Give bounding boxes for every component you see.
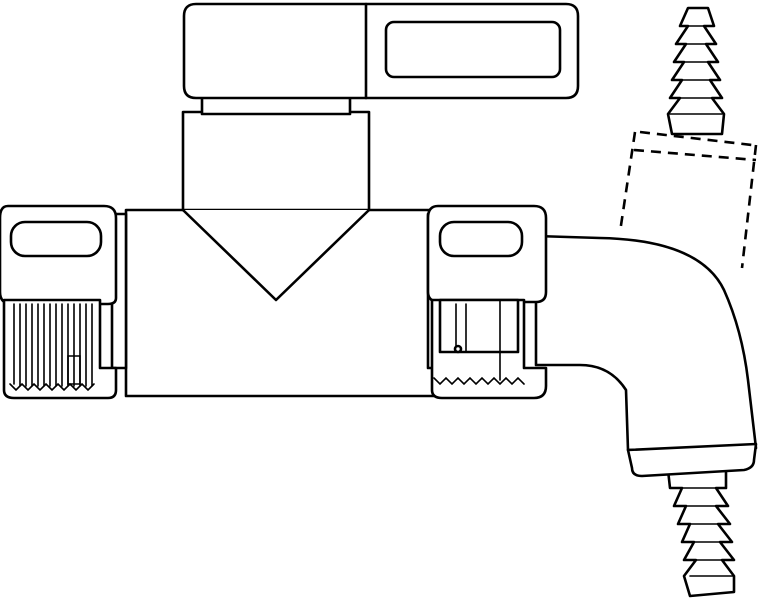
right-union-nut — [426, 204, 548, 400]
upper-hose-barb — [666, 6, 726, 136]
optional-nozzle-housing-dashed — [618, 130, 758, 269]
left-union-nut — [0, 204, 128, 400]
central-tee-body — [124, 110, 438, 398]
elbow-outlet — [534, 234, 758, 478]
lower-hose-barb — [666, 466, 736, 598]
left-nut-thread — [9, 303, 95, 392]
valve-handle — [182, 2, 580, 116]
right-nut-thread — [433, 376, 525, 386]
right-nut-internal-seat — [438, 298, 520, 381]
